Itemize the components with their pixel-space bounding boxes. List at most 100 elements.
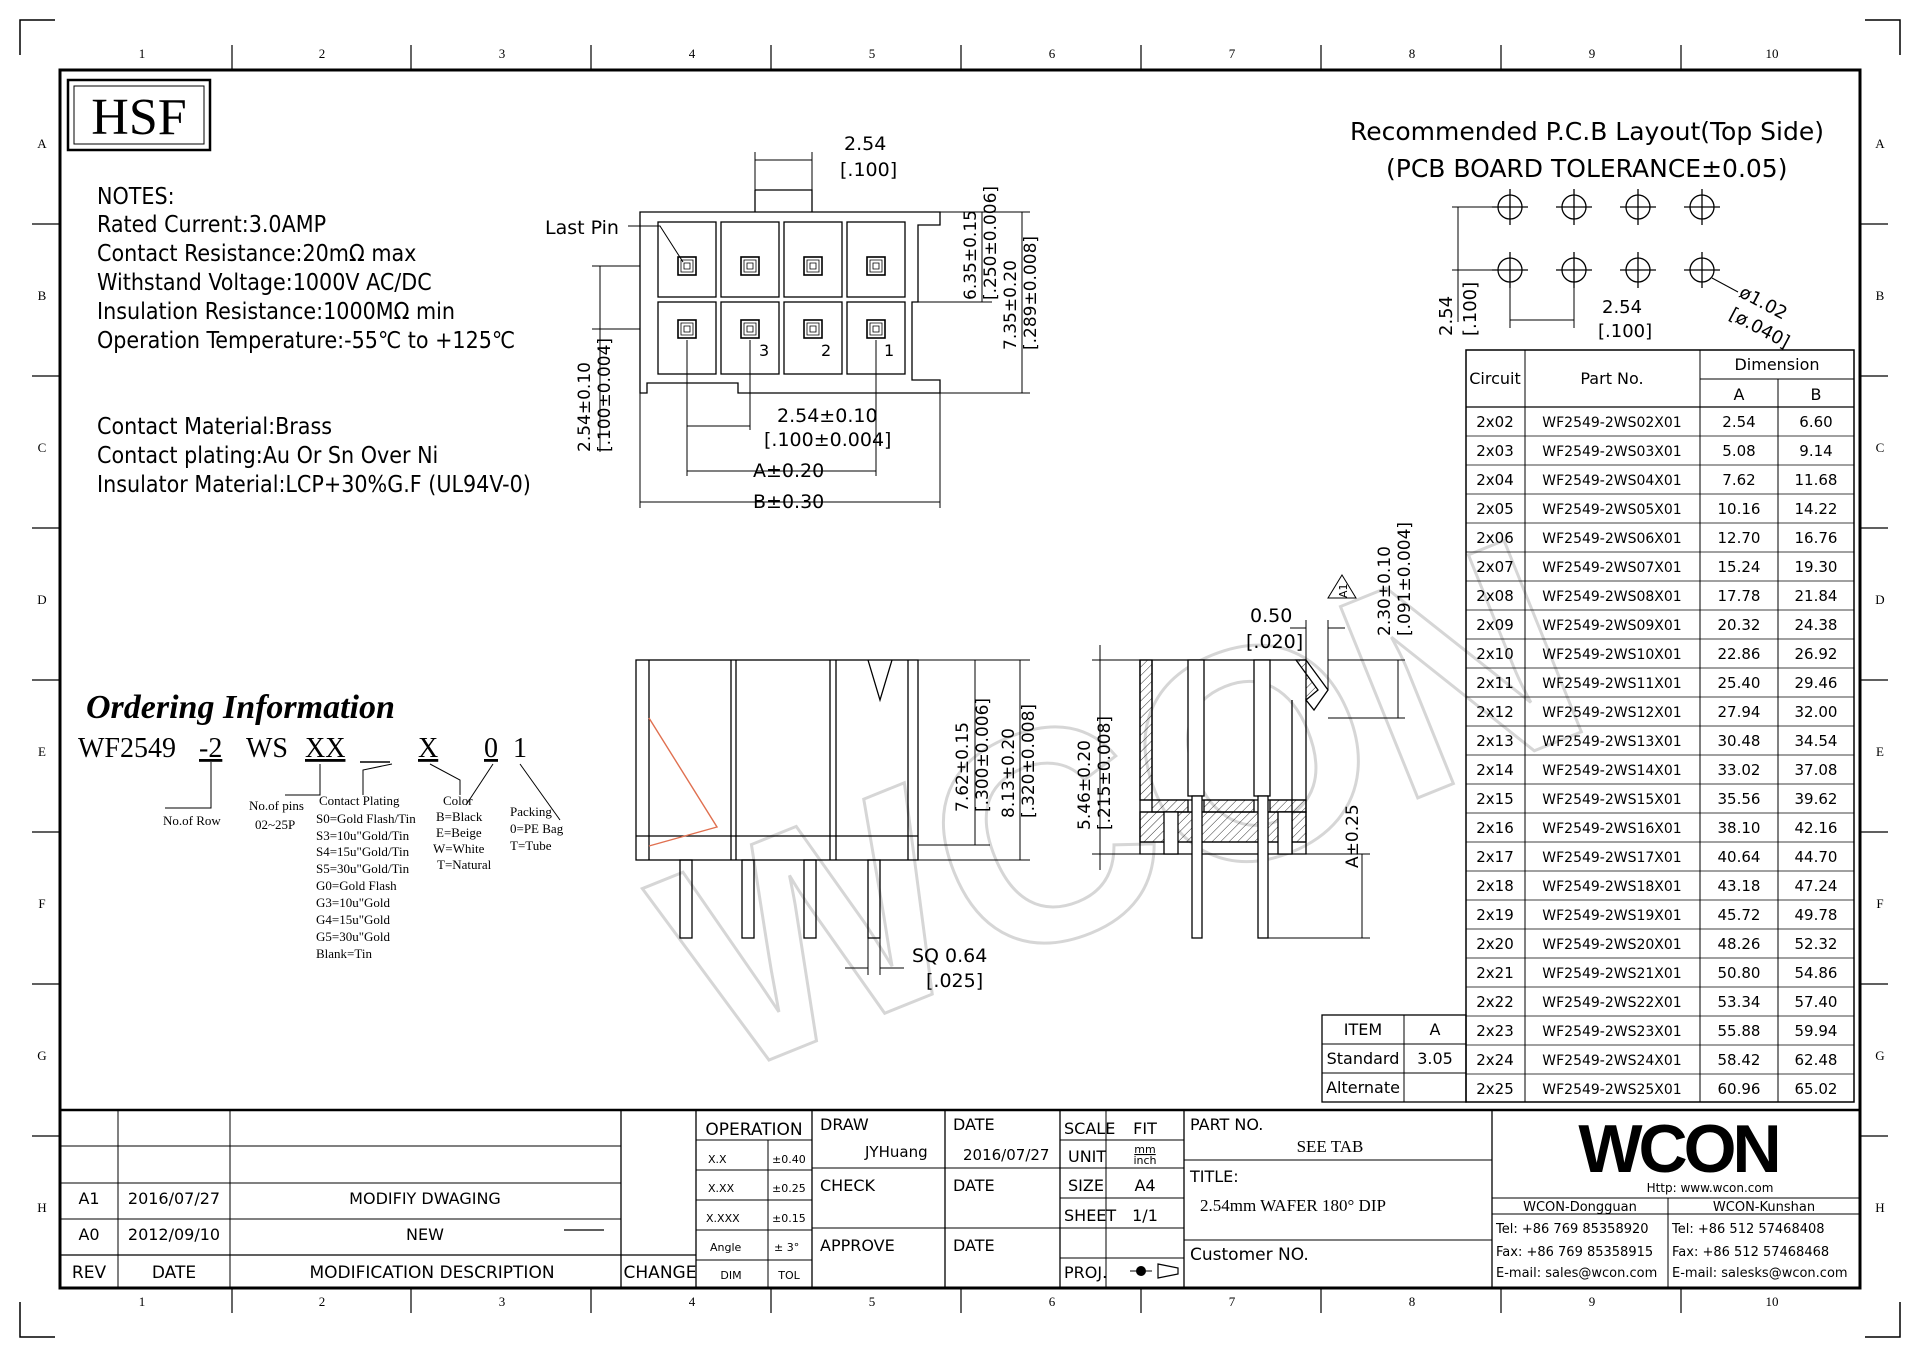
side-view-labels: 0.50 [.020] 2.30±0.10 [.091±0.004] 5.46±… (1075, 522, 1415, 868)
cell-dim-b: 62.48 (1795, 1051, 1838, 1069)
front-view-labels: 7.62±0.15 [.300±0.006] 8.13±0.20 [.320±0… (912, 698, 1039, 992)
row-label: G (37, 1048, 46, 1063)
cell-dim-b: 16.76 (1795, 529, 1838, 547)
title-block (60, 1108, 1860, 1288)
cell-circuit: 2x11 (1476, 674, 1514, 692)
notes-heading: NOTES: (97, 184, 175, 210)
approve-label: APPROVE (820, 1236, 895, 1255)
tol-xxx: X.XX (708, 1182, 735, 1195)
cell-circuit: 2x04 (1476, 471, 1514, 489)
operation-label: OPERATION (705, 1120, 802, 1140)
row-label: D (37, 592, 46, 607)
col-label: 10 (1766, 46, 1779, 61)
size-val: A4 (1134, 1176, 1155, 1195)
cell-circuit: 2x02 (1476, 413, 1514, 431)
rev-a1-date: 2016/07/27 (128, 1189, 220, 1208)
dim-8-13: 8.13±0.20 (999, 728, 1019, 818)
cell-circuit: 2x10 (1476, 645, 1514, 663)
kunshan-label: WCON-Kunshan (1713, 1200, 1815, 1215)
note-line: Contact Resistance:20mΩ max (97, 241, 416, 267)
dim-6-35: 6.35±0.15 (961, 210, 981, 300)
order-code-ws: WS (246, 733, 288, 764)
col-label: 2 (319, 1294, 326, 1309)
cell-part-no: WF2549-2WS08X01 (1542, 589, 1681, 605)
cell-circuit: 2x22 (1476, 993, 1514, 1011)
draw-date: 2016/07/27 (963, 1146, 1049, 1164)
cell-circuit: 2x16 (1476, 819, 1514, 837)
cell-part-no: WF2549-2WS25X01 (1542, 1082, 1681, 1098)
dim-sq-in: [.025] (926, 970, 983, 992)
tol-label: TOL (777, 1269, 800, 1282)
item-standard-a: 3.05 (1417, 1049, 1453, 1068)
revision-flag: A1 (1337, 583, 1350, 598)
pcb-tolerance: (PCB BOARD TOLERANCE±0.05) (1386, 154, 1787, 183)
cell-dim-b: 47.24 (1795, 877, 1838, 895)
cell-circuit: 2x03 (1476, 442, 1514, 460)
pcb-layout: Recommended P.C.B Layout(Top Side) (PCB … (1350, 117, 1824, 353)
cell-dim-b: 32.00 (1795, 703, 1838, 721)
drawing-frame (58, 68, 1862, 1290)
th-a: A (1734, 385, 1745, 404)
order-code-row: -2 (199, 733, 222, 764)
cell-part-no: WF2549-2WS10X01 (1542, 647, 1681, 663)
grid-ticks (32, 45, 1888, 1313)
cell-dim-a: 33.02 (1718, 761, 1761, 779)
cell-part-no: WF2549-2WS09X01 (1542, 618, 1681, 634)
corner-marks (19, 19, 1901, 1338)
cell-part-no: WF2549-2WS16X01 (1542, 821, 1681, 837)
cell-part-no: WF2549-2WS13X01 (1542, 734, 1681, 750)
sheet-label: SHEET (1064, 1206, 1116, 1225)
dg-fax: Fax: +86 769 85358915 (1496, 1245, 1653, 1260)
col-label: 3 (499, 1294, 506, 1309)
dim-label: DIM (720, 1269, 741, 1282)
cell-dim-b: 21.84 (1795, 587, 1838, 605)
part-no-label: PART NO. (1190, 1115, 1263, 1134)
dim-8-13-in: [.320±0.008] (1019, 704, 1039, 818)
notes: NOTES: Rated Current:3.0AMP Contact Resi… (97, 184, 531, 498)
cell-dim-a: 22.86 (1718, 645, 1761, 663)
dim-7-62: 7.62±0.15 (953, 722, 973, 812)
cell-dim-b: 65.02 (1795, 1080, 1838, 1098)
cell-circuit: 2x09 (1476, 616, 1514, 634)
pcb-pitch-h: 2.54 (1602, 297, 1642, 318)
side-view (1092, 574, 1405, 939)
item-a-header: A (1430, 1020, 1441, 1039)
color-option: B=Black (436, 809, 483, 824)
rev-a0-date: 2012/09/10 (128, 1225, 220, 1244)
tol-xx: X.X (708, 1153, 727, 1166)
rev-a0-desc: NEW (406, 1225, 444, 1244)
cell-dim-b: 52.32 (1795, 935, 1838, 953)
tol-xxxx-val: ±0.15 (772, 1212, 806, 1225)
cell-dim-b: 26.92 (1795, 645, 1838, 663)
cell-dim-b: 57.40 (1795, 993, 1838, 1011)
col-label: 7 (1229, 1294, 1236, 1309)
note-line: Operation Temperature:-55℃ to +125℃ (97, 328, 515, 354)
th-dimension: Dimension (1734, 355, 1819, 374)
cell-dim-b: 11.68 (1795, 471, 1838, 489)
col-label: 8 (1409, 1294, 1416, 1309)
sheet-val: 1/1 (1132, 1206, 1158, 1225)
packing-option: 0=PE Bag (510, 821, 564, 836)
desc-header: MODIFICATION DESCRIPTION (309, 1263, 554, 1283)
note-line: Rated Current:3.0AMP (97, 212, 326, 238)
rev-a1-desc: MODIFIY DWAGING (349, 1189, 501, 1208)
cell-dim-a: 50.80 (1718, 964, 1761, 982)
dim-a-side: A±0.25 (1343, 804, 1363, 868)
dim-pitch-in: [.100±0.004] (764, 429, 891, 451)
tol-xxx-val: ±0.25 (772, 1182, 806, 1195)
cell-dim-b: 42.16 (1795, 819, 1838, 837)
color-option: W=White (433, 841, 485, 856)
row-label: E (38, 744, 46, 759)
cell-circuit: 2x13 (1476, 732, 1514, 750)
cell-circuit: 2x19 (1476, 906, 1514, 924)
top-view-labels: 3 2 1 Last Pin 2.54 [.100] 6.35±0.15 [.2… (545, 133, 1041, 513)
material-line: Contact plating:Au Or Sn Over Ni (97, 443, 438, 469)
cell-dim-a: 15.24 (1718, 558, 1761, 576)
col-label: 2 (319, 46, 326, 61)
col-label: 5 (869, 1294, 876, 1309)
cell-part-no: WF2549-2WS12X01 (1542, 705, 1681, 721)
pin-number: 1 (884, 341, 894, 360)
item-table: ITEM A Standard 3.05 Alternate (1321, 1014, 1467, 1103)
